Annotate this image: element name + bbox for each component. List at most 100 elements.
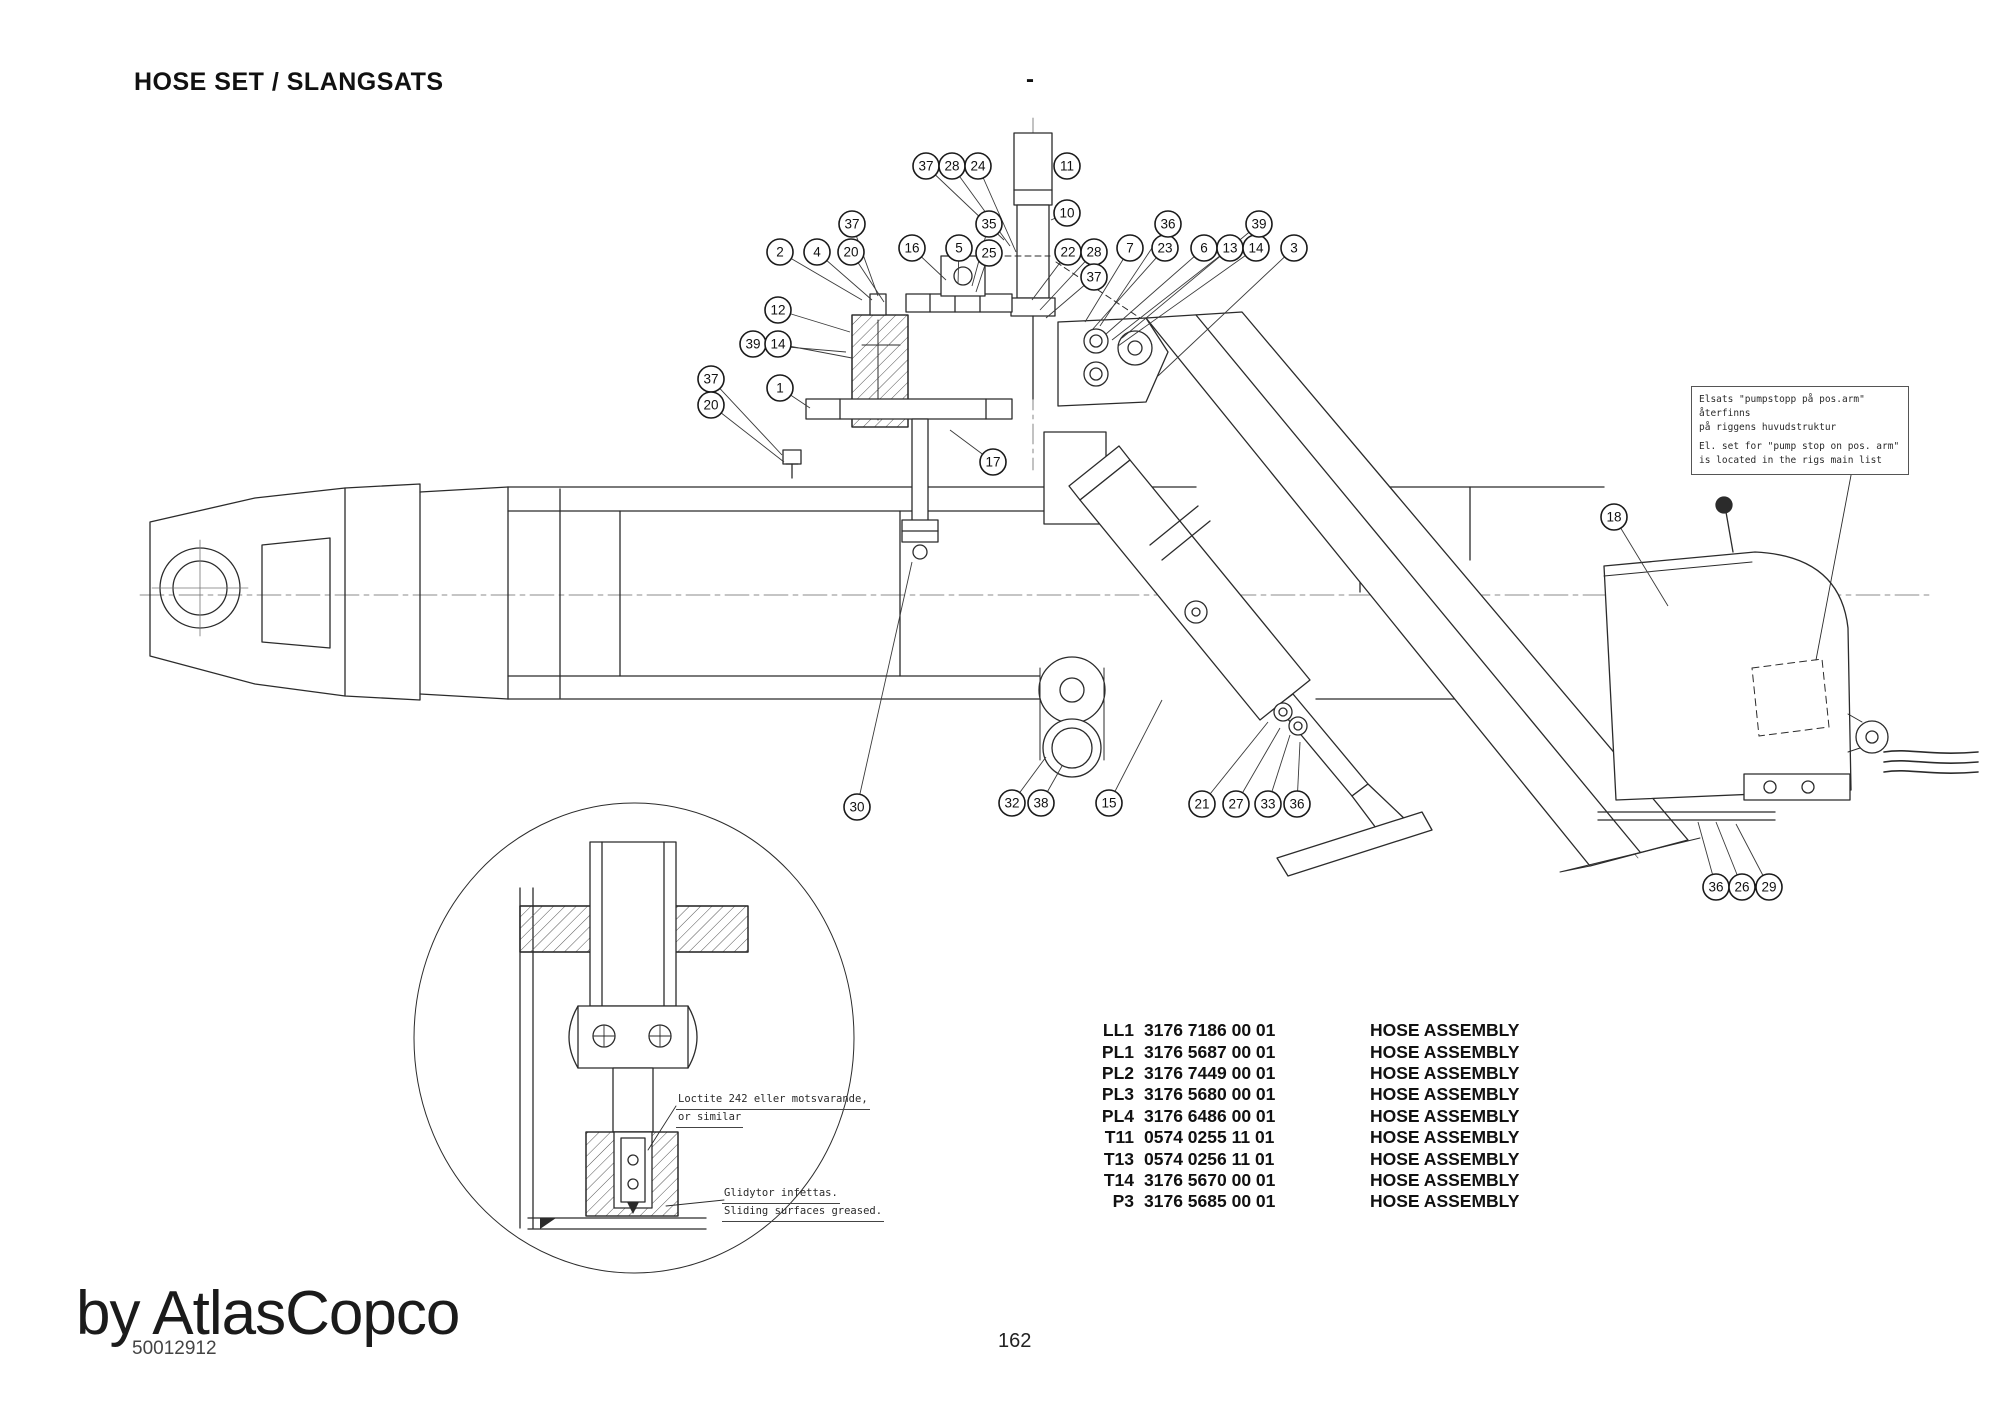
svg-text:20: 20	[843, 245, 858, 260]
svg-text:20: 20	[703, 398, 718, 413]
callout-33: 33	[1254, 790, 1282, 818]
callout-17: 17	[979, 448, 1007, 476]
part-ref: LL1	[1102, 1020, 1134, 1041]
part-ref: T11	[1104, 1127, 1134, 1148]
svg-text:2: 2	[776, 245, 784, 260]
callout-36: 36	[1154, 210, 1182, 238]
note-box: Elsats "pumpstopp på pos.arm" återfinns …	[1691, 386, 1909, 475]
svg-text:36: 36	[1289, 797, 1304, 812]
callout-15: 15	[1095, 789, 1123, 817]
callout-leader-27	[1235, 727, 1281, 805]
part-description: HOSE ASSEMBLY	[1370, 1127, 1520, 1148]
callout-28: 28	[938, 152, 966, 180]
svg-text:36: 36	[1160, 217, 1175, 232]
callout-22: 22	[1054, 238, 1082, 266]
svg-text:6: 6	[1200, 241, 1208, 256]
callout-6: 6	[1190, 234, 1218, 262]
callout-21: 21	[1188, 790, 1216, 818]
part-number: 3176 5687 00 01	[1144, 1041, 1276, 1062]
grease-note-sv: Glidytor infettas.	[722, 1186, 840, 1204]
callout-leader-28	[951, 165, 1011, 247]
svg-text:36: 36	[1708, 880, 1723, 895]
svg-text:7: 7	[1126, 241, 1134, 256]
svg-text:3: 3	[1290, 241, 1298, 256]
note-box-line-sv1: Elsats "pumpstopp på pos.arm" återfinns	[1699, 394, 1865, 419]
callout-37: 37	[838, 210, 866, 238]
page-title: HOSE SET / SLANGSATS	[134, 68, 444, 96]
loctite-note-en: or similar	[676, 1110, 744, 1128]
svg-text:33: 33	[1260, 797, 1275, 812]
svg-text:30: 30	[849, 800, 864, 815]
callout-26: 26	[1728, 873, 1756, 901]
svg-text:5: 5	[955, 241, 963, 256]
callout-29: 29	[1755, 873, 1783, 901]
callout-leader-18	[1613, 516, 1669, 607]
parts-table-row: T11 0574 0255 11 01 HOSE ASSEMBLY	[1088, 1127, 1520, 1148]
svg-text:27: 27	[1228, 797, 1243, 812]
callout-11: 11	[1053, 152, 1081, 180]
svg-text:37: 37	[703, 372, 718, 387]
part-number: 3176 7449 00 01	[1144, 1062, 1276, 1083]
page-number: 162	[998, 1330, 1032, 1352]
svg-text:35: 35	[981, 217, 996, 232]
callout-30: 30	[843, 793, 871, 821]
callout-10: 10	[1053, 199, 1081, 227]
svg-text:39: 39	[1251, 217, 1266, 232]
callout-leader-6	[1105, 247, 1205, 335]
svg-text:32: 32	[1004, 796, 1019, 811]
callout-14: 14	[764, 330, 792, 358]
svg-text:10: 10	[1059, 206, 1074, 221]
part-description: HOSE ASSEMBLY	[1370, 1169, 1520, 1190]
note-box-line-sv2: på riggens huvudstruktur	[1699, 421, 1837, 433]
part-number: 0574 0255 11 01	[1144, 1127, 1275, 1148]
callout-25: 25	[975, 239, 1003, 267]
svg-text:37: 37	[844, 217, 859, 232]
callout-37: 37	[697, 365, 725, 393]
callout-12: 12	[764, 296, 792, 324]
callout-3: 3	[1280, 234, 1308, 262]
svg-text:24: 24	[970, 159, 986, 174]
svg-text:18: 18	[1606, 510, 1621, 525]
callout-20: 20	[837, 238, 865, 266]
watermark-atlascopco: by AtlasCopco	[76, 1279, 460, 1348]
part-description: HOSE ASSEMBLY	[1370, 1105, 1520, 1126]
note-box-line-en1: El. set for "pump stop on pos. arm"	[1699, 441, 1900, 453]
loctite-note: Loctite 242 eller motsvarande, or simila…	[676, 1092, 870, 1128]
part-ref: PL3	[1101, 1084, 1134, 1105]
svg-text:14: 14	[770, 337, 786, 352]
svg-text:28: 28	[944, 159, 959, 174]
part-description: HOSE ASSEMBLY	[1370, 1062, 1520, 1083]
part-ref: PL1	[1101, 1041, 1134, 1062]
loctite-note-sv: Loctite 242 eller motsvarande,	[676, 1092, 870, 1110]
callout-39: 39	[1245, 210, 1273, 238]
callout-36: 36	[1283, 790, 1311, 818]
svg-text:37: 37	[918, 159, 933, 174]
svg-text:26: 26	[1734, 880, 1749, 895]
svg-text:39: 39	[745, 337, 760, 352]
callout-36: 36	[1702, 873, 1730, 901]
callout-leader-15	[1108, 699, 1163, 804]
part-ref: T13	[1103, 1148, 1134, 1169]
callout-leader-21	[1201, 721, 1269, 805]
callout-28: 28	[1080, 238, 1108, 266]
callout-leader-7	[1084, 247, 1131, 323]
callout-leader-14	[1117, 247, 1257, 347]
svg-text:23: 23	[1157, 241, 1172, 256]
part-number: 0574 0256 11 01	[1144, 1148, 1275, 1169]
svg-text:29: 29	[1761, 880, 1776, 895]
callout-37: 37	[912, 152, 940, 180]
callout-39: 39	[739, 330, 767, 358]
callout-13: 13	[1216, 234, 1244, 262]
callout-14: 14	[1242, 234, 1270, 262]
callout-18: 18	[1600, 503, 1628, 531]
svg-text:21: 21	[1194, 797, 1209, 812]
part-description: HOSE ASSEMBLY	[1370, 1020, 1520, 1041]
part-number: 3176 5670 00 01	[1144, 1169, 1276, 1190]
